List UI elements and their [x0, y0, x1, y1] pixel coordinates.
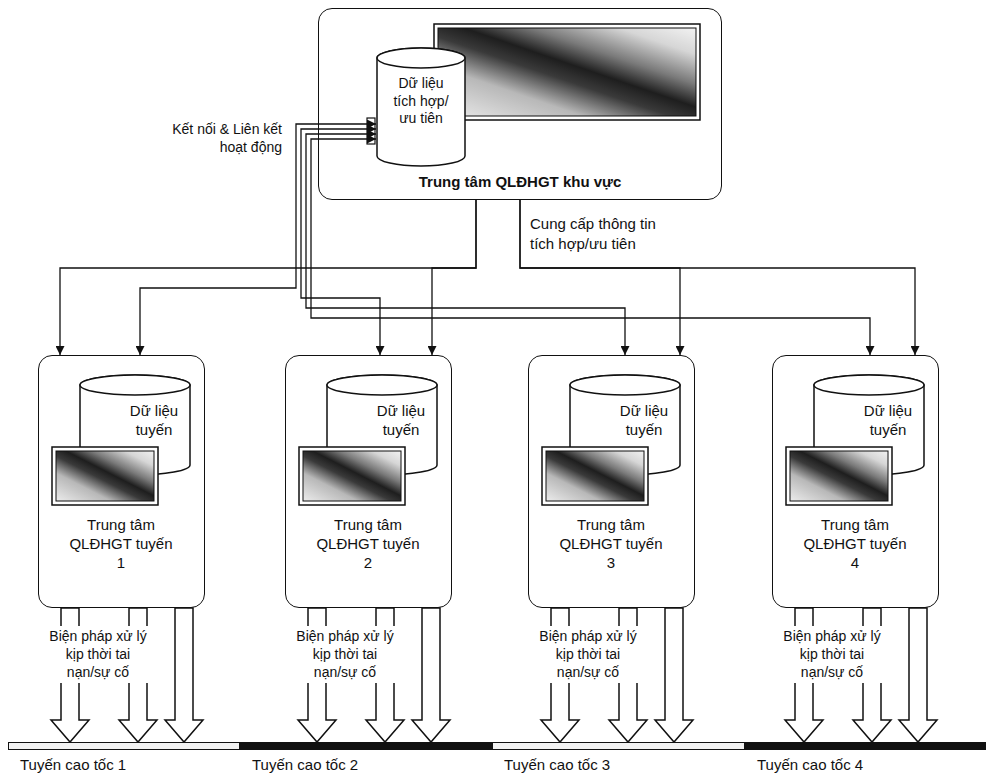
- road-bar: [492, 742, 745, 750]
- road-bar: [240, 742, 492, 750]
- label-anchor: Biện pháp xử lý kịp thời tai nạn/sự cố: [532, 626, 644, 683]
- label-anchor: Biện pháp xử lý kịp thời tai nạn/sự cố: [776, 626, 888, 683]
- monitor-screen: [51, 446, 159, 506]
- expressway-segment: Tuyến cao tốc 3: [492, 742, 745, 778]
- expressway-label: Tuyến cao tốc 1: [20, 756, 252, 775]
- connector-port: [367, 118, 375, 144]
- monitor-screen: [298, 446, 406, 506]
- edge-label: Biện pháp xử lý kịp thời tai nạn/sự cố: [532, 626, 644, 683]
- annotation-label: Cung cấp thông tin tích hợp/ưu tiên: [530, 214, 680, 253]
- annotation-label: Kết nối & Liên kết hoạt động: [148, 120, 282, 156]
- response-arrow: [899, 608, 937, 742]
- edge-label: Biện pháp xử lý kịp thời tai nạn/sự cố: [289, 626, 401, 683]
- database-label: Dữ liệu tích hợp/ ưu tiên: [386, 75, 456, 128]
- road-bar: [745, 742, 986, 750]
- database-label: Dữ liệu tuyến: [857, 402, 919, 440]
- route-center-label: Trung tâm QLĐHGT tuyến 1: [69, 516, 173, 572]
- expressway-label: Tuyến cao tốc 4: [757, 756, 992, 775]
- route-center-box: Trung tâm QLĐHGT tuyến 3 Dữ liệu tuyến: [528, 355, 695, 608]
- road-bar: [8, 742, 240, 750]
- center-title: Trung tâm QLĐHGT khu vực: [319, 173, 721, 192]
- expressway-label: Tuyến cao tốc 3: [504, 756, 757, 775]
- connection-line: [311, 139, 870, 355]
- expressway-segment: Tuyến cao tốc 2: [240, 742, 492, 778]
- response-arrow: [655, 608, 693, 742]
- database-label: Dữ liệu tuyến: [123, 402, 185, 440]
- response-arrow: [165, 608, 203, 742]
- label-anchor: Biện pháp xử lý kịp thời tai nạn/sự cố: [42, 626, 154, 683]
- expressway-segment: Tuyến cao tốc 4: [745, 742, 986, 778]
- label-anchor: Biện pháp xử lý kịp thời tai nạn/sự cố: [289, 626, 401, 683]
- info-supply-line: [60, 200, 476, 355]
- database-label: Dữ liệu tuyến: [613, 402, 675, 440]
- response-arrow: [412, 608, 450, 742]
- info-supply-line: [520, 200, 915, 355]
- route-center-box: Trung tâm QLĐHGT tuyến 4 Dữ liệu tuyến: [772, 355, 939, 608]
- expressway-segment: Tuyến cao tốc 1: [8, 742, 240, 778]
- monitor-screen: [541, 446, 649, 506]
- route-center-label: Trung tâm QLĐHGT tuyến 2: [316, 516, 420, 572]
- route-center-label: Trung tâm QLĐHGT tuyến 3: [559, 516, 663, 572]
- edge-label: Biện pháp xử lý kịp thời tai nạn/sự cố: [42, 626, 154, 683]
- connection-line: [140, 124, 376, 355]
- info-supply-line: [520, 200, 680, 355]
- label-anchor: Kết nối & Liên kết hoạt động: [148, 120, 282, 156]
- monitor-screen: [785, 446, 893, 506]
- label-anchor: Cung cấp thông tin tích hợp/ưu tiên: [530, 214, 680, 253]
- edge-label: Biện pháp xử lý kịp thời tai nạn/sự cố: [776, 626, 888, 683]
- control-center-box: Trung tâm QLĐHGT khu vực Dữ liệu tích hợp…: [318, 8, 722, 200]
- database-label: Dữ liệu tuyến: [370, 402, 432, 440]
- route-center-box: Trung tâm QLĐHGT tuyến 2 Dữ liệu tuyến: [285, 355, 452, 608]
- connection-line: [301, 129, 380, 355]
- monitor-screen: [433, 23, 701, 121]
- route-center-box: Trung tâm QLĐHGT tuyến 1 Dữ liệu tuyến: [38, 355, 205, 608]
- route-center-label: Trung tâm QLĐHGT tuyến 4: [803, 516, 907, 572]
- database-cylinder: Dữ liệu tích hợp/ ưu tiên: [376, 47, 466, 167]
- expressway-label: Tuyến cao tốc 2: [252, 756, 504, 775]
- info-supply-line: [432, 200, 476, 355]
